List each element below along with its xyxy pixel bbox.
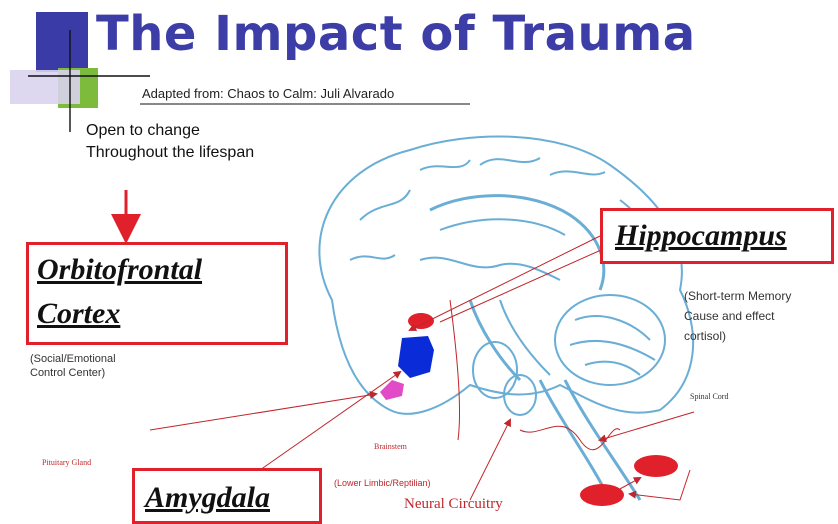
- hippocampus-marker: [408, 313, 434, 329]
- spinal-marker-2: [580, 484, 624, 506]
- ofc-description: (Social/Emotional Control Center): [30, 352, 116, 380]
- hippocampus-description: (Short-term Memory Cause and effect cort…: [684, 286, 791, 346]
- hippocampus-label: Hippocampus: [615, 219, 787, 253]
- spinal-marker-1: [634, 455, 678, 477]
- brainstem-label: Brainstem: [374, 442, 407, 451]
- ofc-description-line-1: (Social/Emotional: [30, 352, 116, 366]
- orbitofrontal-cortex-box: Orbitofrontal Cortex: [26, 242, 288, 345]
- hippocampus-box: Hippocampus: [600, 208, 834, 264]
- open-note-line-1: Open to change: [86, 120, 254, 142]
- brainstem-description: (Lower Limbic/Reptilian): [334, 476, 431, 490]
- slide-subtitle: Adapted from: Chaos to Calm: Juli Alvara…: [142, 86, 394, 101]
- ofc-label-line-1: Orbitofrontal: [37, 253, 202, 287]
- ofc-label-line-2: Cortex: [37, 297, 120, 331]
- ofc-description-line-2: Control Center): [30, 366, 116, 380]
- amygdala-label: Amygdala: [145, 481, 270, 515]
- hippocampus-description-line-3: cortisol): [684, 326, 791, 346]
- spinal-cord-label: Spinal Cord: [690, 392, 728, 401]
- open-to-change-note: Open to change Throughout the lifespan: [86, 120, 254, 164]
- pituitary-label: Pituitary Gland: [42, 458, 91, 467]
- hippocampus-description-line-1: (Short-term Memory: [684, 286, 791, 306]
- corner-square-blue: [36, 12, 88, 72]
- neural-circuitry-label: Neural Circuitry: [404, 496, 503, 513]
- amygdala-marker: [398, 336, 434, 378]
- amygdala-box: Amygdala: [132, 468, 322, 524]
- open-note-line-2: Throughout the lifespan: [86, 142, 254, 164]
- cerebellum: [555, 295, 665, 385]
- hippocampus-description-line-2: Cause and effect: [684, 306, 791, 326]
- slide-title: The Impact of Trauma: [96, 4, 796, 64]
